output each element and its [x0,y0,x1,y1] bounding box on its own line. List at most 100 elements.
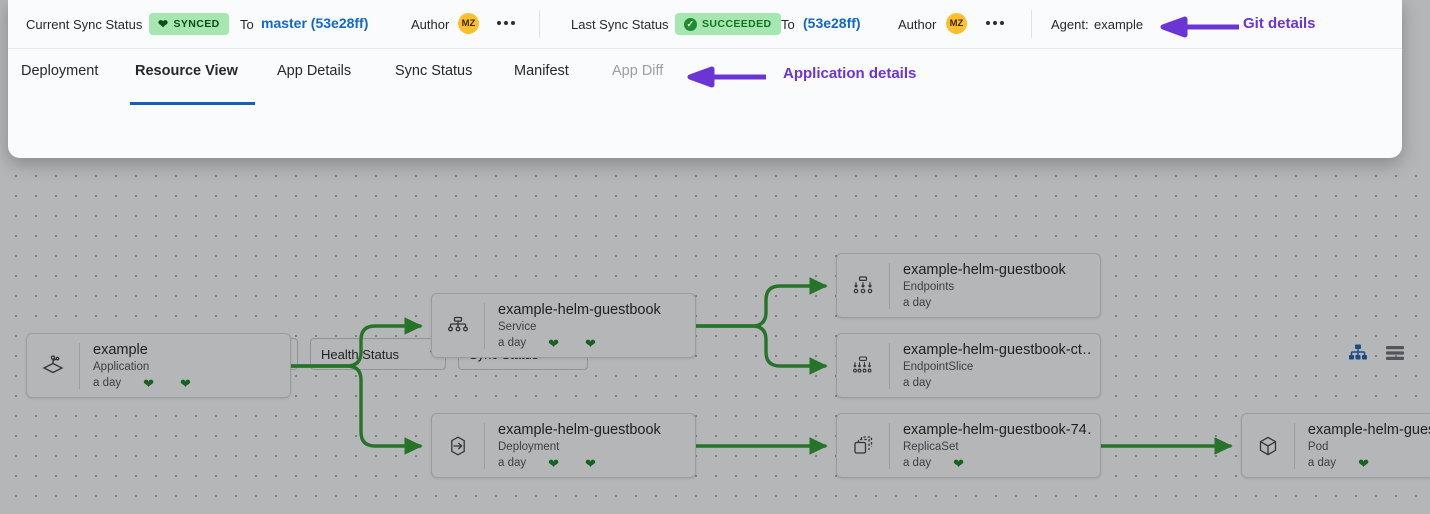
node-divider [889,262,890,309]
tab-manifest[interactable]: Manifest [514,63,569,79]
application-icon [27,354,79,378]
node-meta: a day ❤ [903,456,1092,471]
tree-view-icon[interactable] [1348,344,1368,362]
node-name: example-helm-guestbook-ct… [902,341,1092,358]
tab-resource-view[interactable]: Resource View [135,63,238,79]
node-age: a day [902,376,932,389]
node-kind: Service [498,320,537,333]
last-sync-revision-link[interactable]: (53e28ff) [803,15,861,31]
node-age: a day [498,456,527,469]
node-divider [889,342,890,389]
node-body: example-helm-guestbook Service a day ❤ ❤ [485,301,669,351]
node-age: a day [93,376,122,389]
divider [1031,10,1032,38]
health-heart-icon: ❤ [548,335,560,351]
endpoints-icon [837,274,889,298]
node-divider [484,422,485,469]
avatar: MZ [946,13,967,34]
node-meta: a day ❤ ❤ [498,336,661,351]
node-divider [484,302,485,349]
node-name: example [93,341,148,358]
health-heart-icon: ❤ [953,455,964,471]
current-sync-more-options-icon[interactable] [497,21,515,25]
node-kind: Pod [1307,440,1329,453]
heart-icon: ❤ [158,17,169,31]
node-body: example-helm-guestbook-74d… Pod a day ❤ [1295,421,1430,471]
node-meta: a day ❤ ❤ [498,456,661,471]
node-body: example-helm-guestbook Deployment a day … [485,421,669,471]
health-heart-icon: ❤ [548,455,560,471]
graph-node-pod[interactable]: example-helm-guestbook-74d… Pod a day ❤ [1241,413,1430,478]
tab-app-details[interactable]: App Details [277,63,352,79]
replicaset-icon [837,434,889,458]
app-tabs: Deployment Resource View App Details Syn… [8,49,1402,105]
health-heart-icon: ❤ [143,375,155,391]
node-kind: Deployment [498,440,560,453]
health-heart-icon: ❤ [1358,455,1369,471]
node-divider [1294,422,1295,469]
node-kind: Endpoints [903,280,955,293]
node-body: example-helm-guestbook-74… ReplicaSet a … [890,421,1100,471]
divider [539,10,540,38]
last-sync-more-options-icon[interactable] [986,21,1004,25]
tab-app-diff: App Diff [612,63,664,79]
annotation-git-details: Git details [1243,15,1316,32]
current-sync-status-value: SYNCED [173,18,220,30]
node-body: example-helm-guestbook Endpoints a day [890,261,1074,311]
last-sync-to-label: To [781,17,795,32]
last-sync-status-value: SUCCEEDED [702,18,772,30]
node-meta: a day ❤ ❤ [93,376,191,391]
graph-node-endpoints[interactable]: example-helm-guestbook Endpoints a day [836,253,1101,318]
node-kind: Application [93,360,150,373]
current-sync-author-label: Author [411,17,450,32]
app-summary-popover: Current Sync Status ❤ SYNCED To master (… [8,0,1402,158]
annotation-arrow-application-details [687,66,766,88]
tab-sync-status[interactable]: Sync Status [395,63,473,79]
annotation-application-details: Application details [783,65,917,82]
last-sync-status-label: Last Sync Status [571,17,669,32]
graph-node-deployment[interactable]: example-helm-guestbook Deployment a day … [431,413,696,478]
node-body: example-helm-guestbook-ct… EndpointSlice… [890,341,1100,391]
current-sync-to-label: To [240,17,254,32]
node-divider [79,342,80,389]
graph-node-endpointslice[interactable]: example-helm-guestbook-ct… EndpointSlice… [836,333,1101,398]
node-body: example Application a day ❤ ❤ [80,341,199,391]
tab-deployment[interactable]: Deployment [21,63,99,79]
graph-node-service[interactable]: example-helm-guestbook Service a day ❤ ❤ [431,293,696,358]
sync-heart-icon: ❤ [585,335,596,351]
node-age: a day [902,456,932,469]
annotation-arrow-git-details [1160,16,1239,38]
current-sync-revision-link[interactable]: master (53e28ff) [261,15,369,31]
endpointslice-icon [837,354,889,378]
node-name: example-helm-guestbook-74… [902,421,1092,438]
sync-heart-icon: ❤ [180,375,191,391]
node-age: a day [498,336,527,349]
node-age: a day [903,296,932,309]
node-meta: a day [903,376,1092,391]
node-kind: ReplicaSet [902,440,959,453]
last-sync-status-badge: ✓ SUCCEEDED [675,13,781,35]
graph-node-replicaset[interactable]: example-helm-guestbook-74… ReplicaSet a … [836,413,1101,478]
node-name: example-helm-guestbook [498,301,661,318]
graph-node-application[interactable]: example Application a day ❤ ❤ [26,333,291,398]
agent-label: Agent: [1051,17,1089,32]
node-meta: a day [903,296,1066,311]
node-kind: EndpointSlice [902,360,974,373]
pod-icon [1242,434,1294,458]
node-name: example-helm-guestbook [498,421,661,438]
last-sync-author-label: Author [898,17,937,32]
node-name: example-helm-guestbook [903,261,1066,278]
list-view-icon[interactable] [1385,344,1405,362]
sync-heart-icon: ❤ [585,455,596,471]
deployment-icon [432,434,484,458]
node-age: a day [1307,456,1337,469]
service-icon [432,314,484,338]
avatar: MZ [458,13,479,34]
node-meta: a day ❤ [1308,456,1430,471]
node-divider [889,422,890,469]
current-sync-status-badge: ❤ SYNCED [149,13,229,35]
tab-active-indicator [130,102,255,105]
agent-value: example [1094,17,1144,32]
sync-status-bar: Current Sync Status ❤ SYNCED To master (… [8,0,1402,49]
